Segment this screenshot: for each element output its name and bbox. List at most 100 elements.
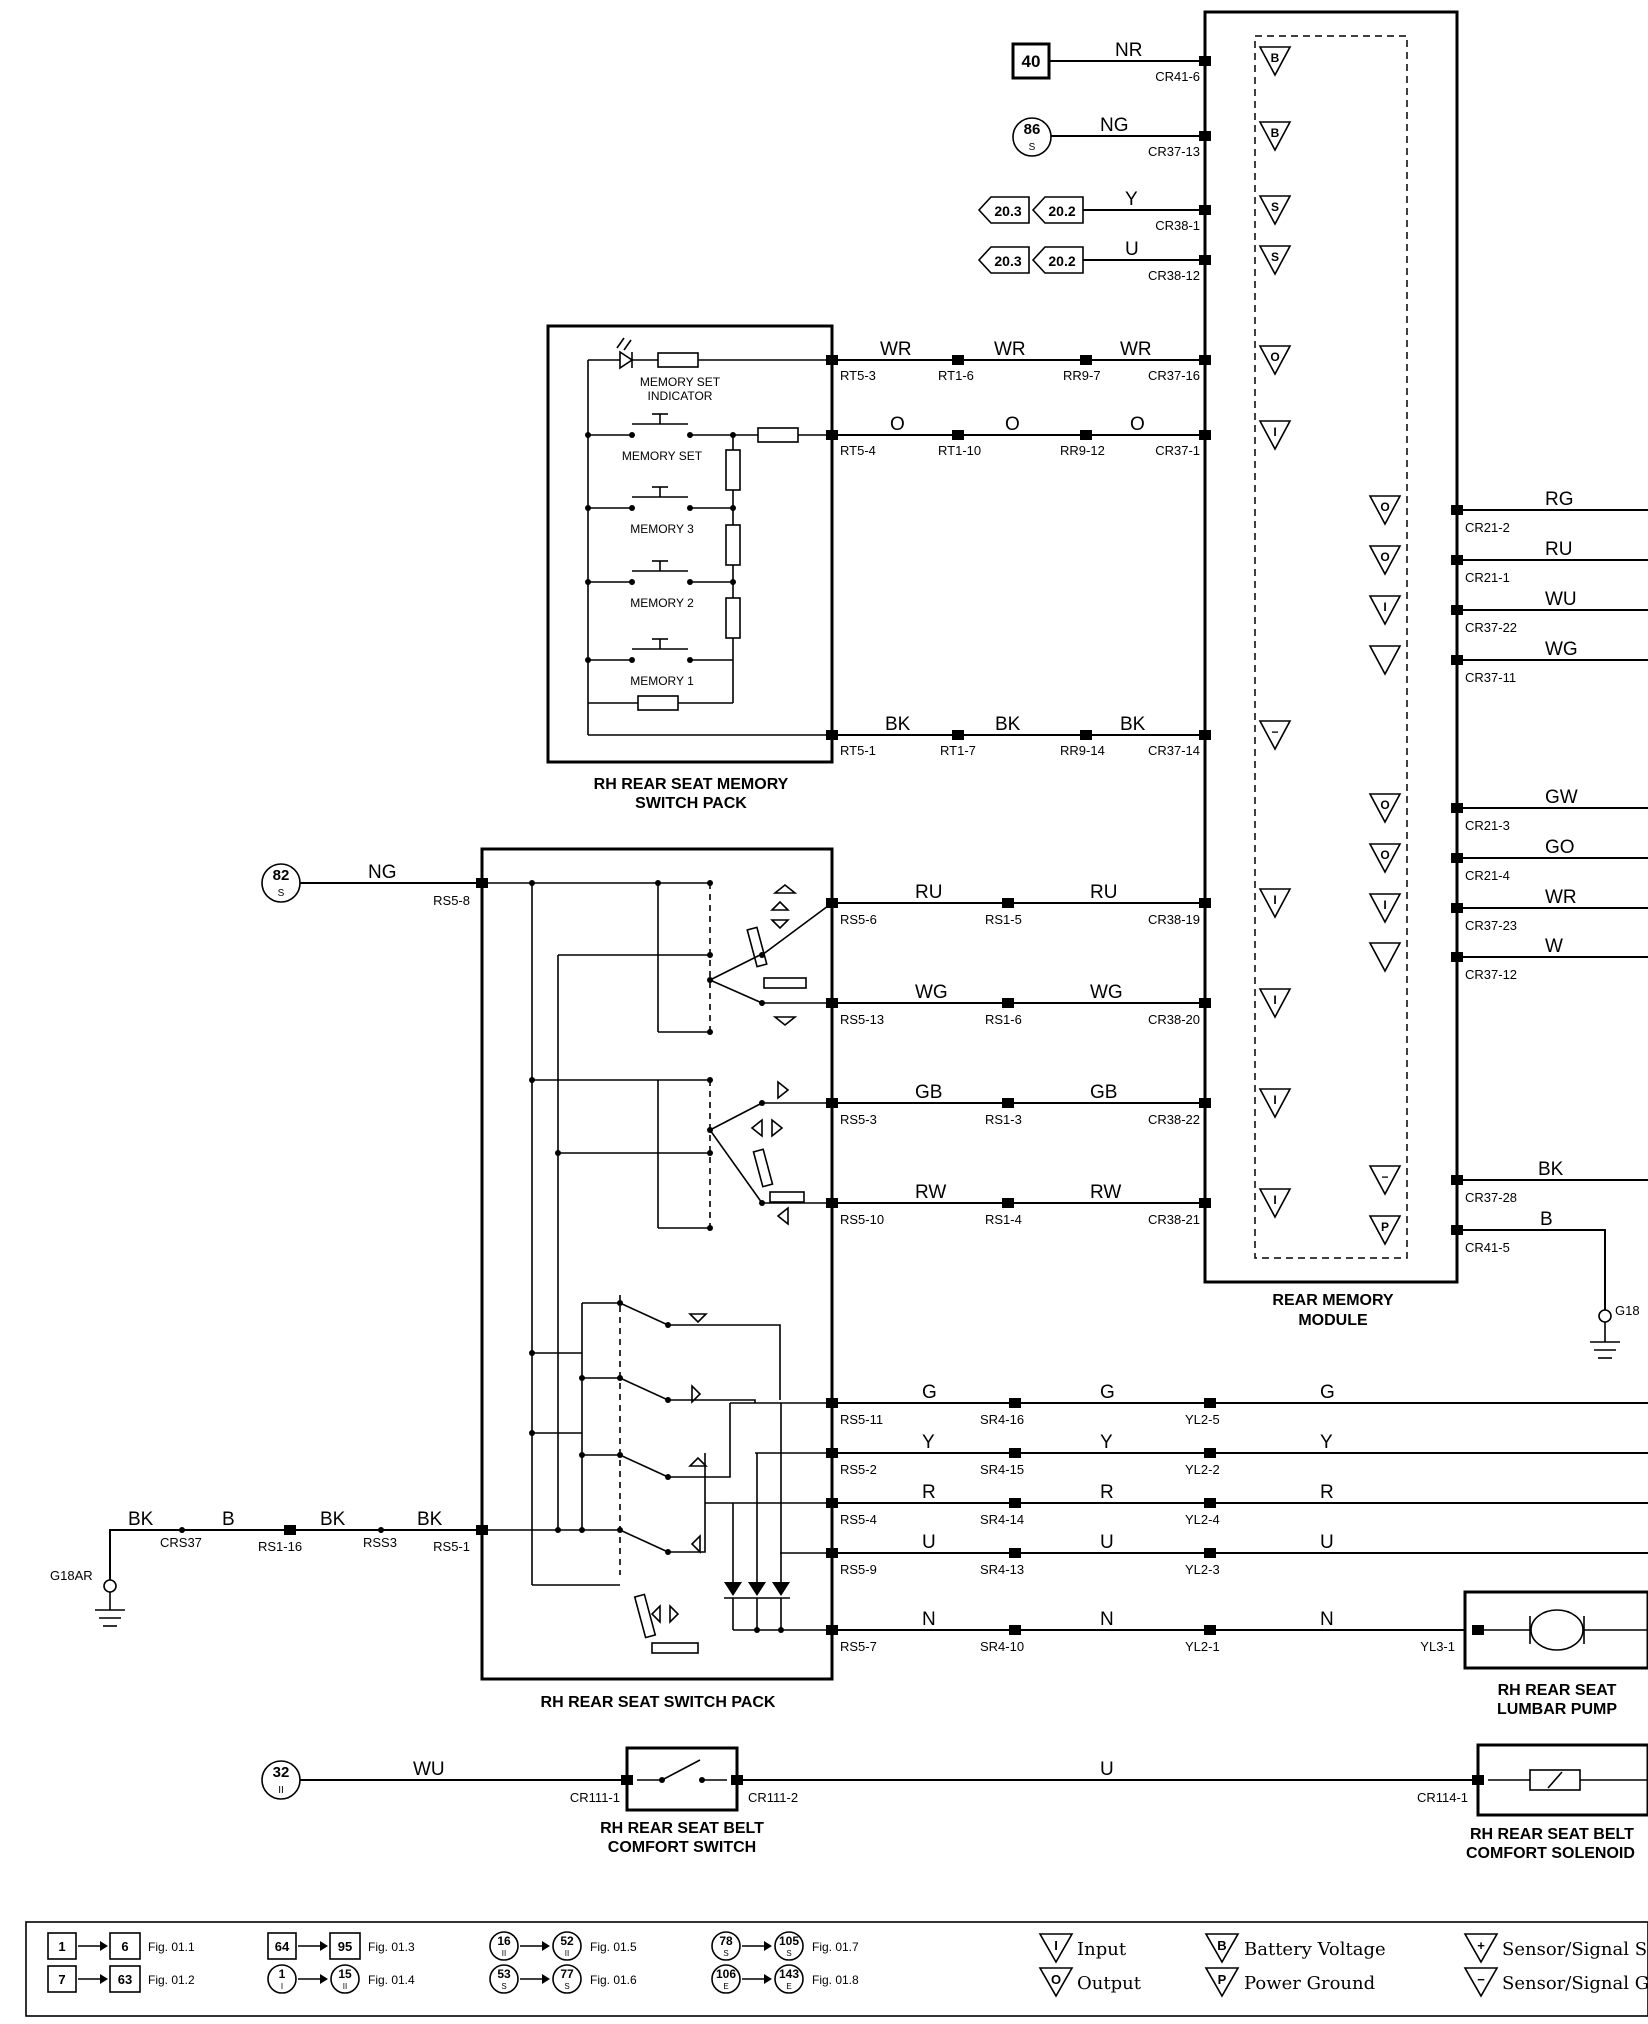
wire-uu-label-1: U [922,1532,936,1553]
wire-gb-b-label: B [222,1509,235,1530]
signal-type-letter: I [1273,1193,1276,1207]
conn-yl2-3: YL2-3 [1185,1562,1220,1577]
ref-20-2-b-label: 20.2 [1048,253,1075,269]
ref-32-sub: II [278,1785,284,1796]
connector-pin [1451,1225,1463,1235]
wire-wr-label-2: WR [994,339,1026,360]
legend-ref-a: 1 [58,1939,65,1954]
signal-type-letter: I [1273,993,1276,1007]
wire-n-label-3: N [1320,1609,1334,1630]
signal-type-letter: I [1273,425,1276,439]
connector-pin [826,355,838,365]
legend-ref-b-sub: S [564,1982,569,1991]
conn-rs5-4: RS5-4 [840,1512,877,1527]
signal-type-icon [1368,1215,1402,1246]
signal-type-letter: O [1380,500,1389,514]
legend-ref-b: 95 [338,1939,352,1954]
connector-pin [826,898,838,908]
conn-yl2-4: YL2-4 [1185,1512,1220,1527]
legend-sym-p: P [1218,1972,1227,1987]
conn-cr114-1: CR114-1 [1417,1790,1468,1805]
wire-uu-label-3: U [1320,1532,1334,1553]
memory-switch-pack-label-2: SWITCH PACK [635,795,747,812]
ref-arrow-20-3-b[interactable] [977,246,1030,274]
wire-rw-label-1: RW [915,1182,946,1203]
junc-2 [585,505,591,511]
signal-type-letter: B [1271,51,1280,65]
conn-cr37-16: CR37-16 [1148,368,1200,383]
connector-pin [621,1775,633,1785]
legend-sensor-minus-label: Sensor/Signal Gr [1502,1973,1648,1994]
connector-pin [1451,853,1463,863]
junc-6 [730,505,736,511]
led-ray-1 [616,337,625,349]
legend-ref-arrowhead [320,1974,328,1984]
legend-fig-label: Fig. 01.2 [148,1973,195,1987]
connector-pin [1080,430,1092,440]
connector-pin [476,878,488,888]
wire-g-label-3: G [1320,1382,1335,1403]
wire-bk-label-3: BK [1120,714,1146,735]
signal-type-letter: I [1383,898,1386,912]
connector-pin [1199,56,1211,66]
signal-type-letter: O [1380,798,1389,812]
legend-fig-label: Fig. 01.3 [368,1940,415,1954]
conn-rss3: RSS3 [363,1535,397,1550]
lumbar-pump-box [1463,1590,1648,1670]
belt-solenoid-label-2: COMFORT SOLENOID [1466,1845,1635,1862]
conn-rr9-12: RR9-12 [1060,443,1105,458]
junc-3 [585,579,591,585]
wire-b-r-label: B [1540,1209,1553,1230]
signal-type-letter: I [1273,1093,1276,1107]
conn-cr41-5: CR41-5 [1465,1240,1510,1255]
connector-pin [1002,1098,1014,1108]
wire-wg-r-label: WG [1545,639,1578,660]
seat-switch-internals [482,880,833,1654]
signal-type-icon [1368,645,1402,676]
legend-ref-box [47,1965,77,1993]
signal-type-icon [1258,720,1292,751]
connector-pin [1009,1448,1021,1458]
wire-ng2-label: NG [368,862,397,883]
connector-pin [1199,1098,1211,1108]
legend-ref-arrowhead [320,1941,328,1951]
ref-86-label: 86 [1024,121,1041,138]
lumbar-pump-label-1: RH REAR SEAT [1498,1682,1617,1699]
memory-set-indicator-label-1: MEMORY SET [640,375,721,389]
battery-symbol-icon [1204,1933,1240,1964]
connector-pin [731,1775,743,1785]
signal-type-icon [1368,793,1402,824]
ref-arrow-20-3-a[interactable] [977,196,1030,224]
conn-cr37-14: CR37-14 [1148,743,1200,758]
signal-type-icon [1258,46,1292,77]
legend-ref-b-sub: II [343,1982,347,1991]
signal-type-icon [1258,420,1292,451]
legend-box [25,1921,1648,2017]
signal-type-icon [1258,888,1292,919]
legend-ref-a: 106 [716,1967,736,1981]
connector-pin [1451,952,1463,962]
memory-3-label: MEMORY 3 [630,522,694,536]
conn-yl2-5: YL2-5 [1185,1412,1220,1427]
switch-pack-ground-feed: BK B BK BK CRS37 RS1-16 RSS3 RS5-1 G18AR [50,1509,482,1627]
legend-ref-a-sub: II [502,1949,506,1958]
legend-ref-b: 105 [779,1934,799,1948]
junc-5 [730,432,736,438]
legend-sym-minus: − [1477,1972,1485,1987]
wire-r-label-2: R [1100,1482,1114,1503]
belt-comfort-switch-contact[interactable] [661,1759,701,1781]
signal-type-letter: S [1271,200,1279,214]
wire-nr-label: NR [1115,40,1142,61]
legend-ref-box [329,1932,361,1960]
conn-rt1-10: RT1-10 [938,443,981,458]
ground-ring-right [1598,1309,1612,1323]
conn-rs5-1: RS5-1 [433,1539,470,1554]
signal-type-letter: B [1271,126,1280,140]
legend-battery-label: Battery Voltage [1244,1939,1386,1960]
conn-rt1-6: RT1-6 [938,368,974,383]
ref-20-2-a-label: 20.2 [1048,203,1075,219]
input-symbol-icon [1038,1933,1074,1964]
legend-ref-circle [330,1964,360,1994]
